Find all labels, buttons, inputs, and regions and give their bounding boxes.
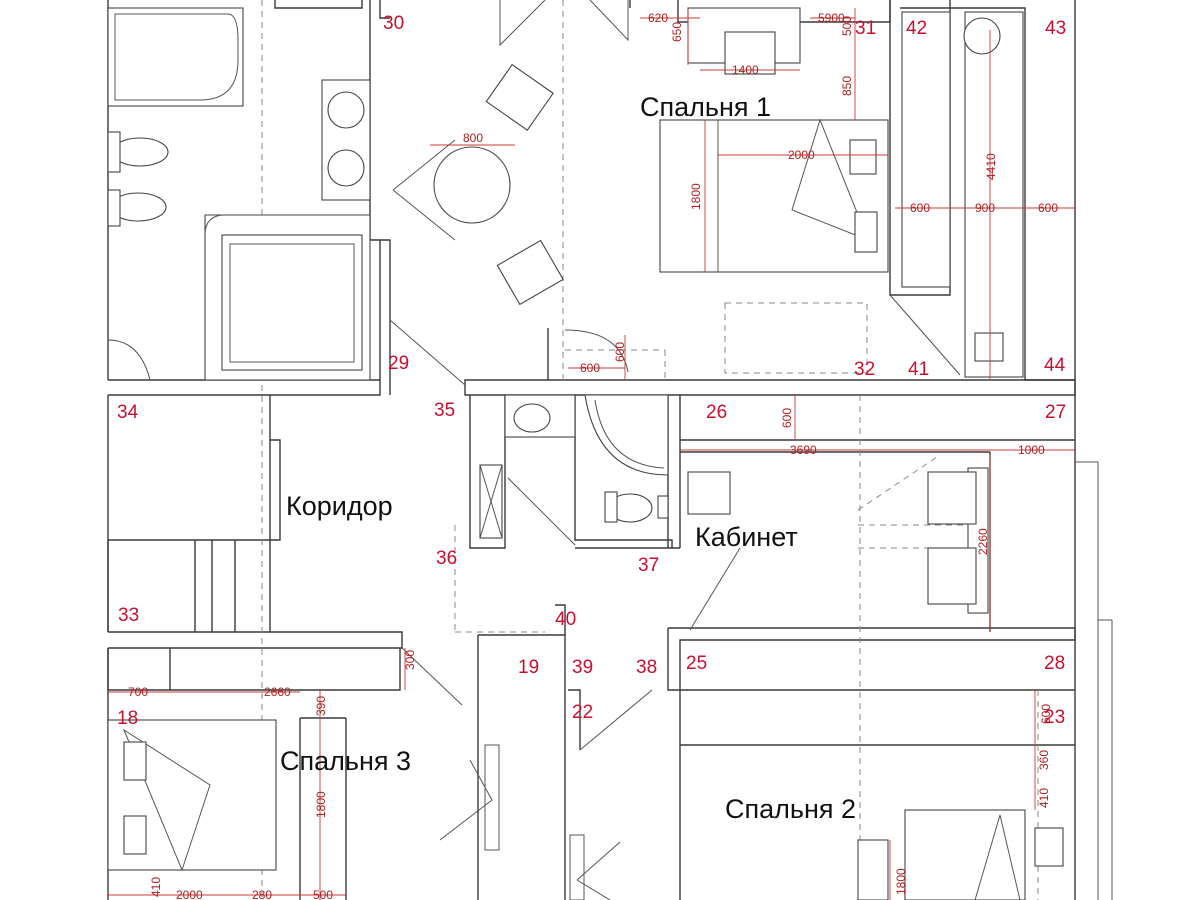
marker-18: 18 (117, 708, 138, 729)
room-label-office: Кабинет (695, 522, 798, 552)
dim-500-bedroom3: 500 (313, 888, 333, 900)
armchair-2 (496, 239, 564, 306)
room-label-bedroom3: Спальня 3 (280, 746, 411, 776)
dim-600-c: 600 (780, 408, 794, 428)
marker-25: 25 (686, 653, 707, 674)
marker-35: 35 (434, 400, 455, 421)
dim-900: 900 (975, 201, 995, 215)
dim-390: 390 (314, 696, 328, 716)
dim-500: 500 (840, 16, 854, 36)
marker-28: 28 (1044, 653, 1065, 674)
armchair-1 (485, 63, 554, 131)
dim-1400: 1400 (732, 63, 759, 77)
dim-300: 300 (403, 650, 417, 670)
shower-corner (584, 394, 669, 476)
room-label-corridor: Коридор (286, 491, 393, 521)
marker-41: 41 (908, 359, 929, 380)
dim-360: 360 (1037, 750, 1051, 770)
chair-bedroom1 (724, 31, 776, 75)
dim-3690: 3690 (790, 443, 817, 457)
marker-44: 44 (1044, 355, 1066, 376)
dim-2000-bedroom1: 2000 (788, 148, 815, 162)
office-chair-1 (927, 471, 977, 525)
furniture (107, 7, 1064, 900)
marker-26: 26 (706, 402, 727, 423)
dim-620: 620 (648, 11, 668, 25)
bathtub (107, 7, 244, 107)
point-markers: 30 31 42 43 29 32 41 44 34 35 26 27 36 3… (117, 13, 1066, 729)
dining-table (433, 146, 511, 224)
marker-31: 31 (855, 18, 876, 39)
dim-700: 700 (128, 685, 148, 699)
bed-bedroom2 (904, 809, 1026, 900)
marker-40: 40 (555, 609, 576, 630)
dim-600-b: 600 (580, 361, 600, 375)
room-label-bedroom1: Спальня 1 (640, 92, 771, 122)
dim-600-right: 600 (1039, 704, 1053, 724)
marker-29: 29 (388, 353, 409, 374)
dim-1800-bedroom1: 1800 (689, 183, 703, 210)
dim-1800-bedroom3: 1800 (314, 791, 328, 818)
office-chair-2 (927, 547, 977, 605)
marker-33: 33 (118, 605, 139, 626)
wardrobe-bedroom1 (964, 11, 1024, 378)
dim-800: 800 (463, 131, 483, 145)
marker-22: 22 (572, 702, 593, 723)
dim-1000: 1000 (1018, 443, 1045, 457)
sink-1 (327, 91, 365, 129)
marker-23: 23 (1044, 707, 1065, 728)
marker-36: 36 (436, 548, 457, 569)
dim-600-a: 600 (613, 342, 627, 362)
marker-27: 27 (1045, 402, 1066, 423)
marker-34: 34 (117, 402, 139, 423)
shower-tray (221, 234, 363, 371)
dimension-lines (108, 8, 1075, 900)
doors (389, 0, 961, 841)
marker-37: 37 (638, 555, 659, 576)
dim-280: 280 (252, 888, 272, 900)
dim-650: 650 (670, 22, 684, 42)
sink-bathroom2 (513, 403, 551, 433)
dim-600-w1: 600 (910, 201, 930, 215)
room-label-bedroom2: Спальня 2 (725, 794, 856, 824)
dim-2000-bedroom3: 2000 (176, 888, 203, 900)
marker-32: 32 (854, 359, 875, 380)
marker-39: 39 (572, 657, 593, 678)
dim-410-bedroom3: 410 (149, 877, 163, 897)
sink-2 (327, 149, 365, 187)
marker-43: 43 (1045, 18, 1066, 39)
dim-410-right: 410 (1037, 788, 1051, 808)
dim-2660: 2660 (264, 685, 291, 699)
dim-4410: 4410 (984, 153, 998, 180)
dim-5900: 5900 (818, 11, 845, 25)
dim-850: 850 (840, 76, 854, 96)
marker-30: 30 (383, 13, 404, 34)
room-labels: Спальня 1 Коридор Кабинет Спальня 3 Спал… (280, 92, 856, 824)
marker-19: 19 (518, 657, 539, 678)
marker-38: 38 (636, 657, 657, 678)
dim-1800-bedroom2: 1800 (894, 868, 908, 895)
office-cabinet (687, 471, 731, 515)
dim-2260: 2260 (976, 528, 990, 555)
marker-42: 42 (906, 18, 927, 39)
dim-600-w2: 600 (1038, 201, 1058, 215)
dimension-labels: 620 650 5900 500 1400 850 800 2000 1800 … (128, 11, 1058, 900)
